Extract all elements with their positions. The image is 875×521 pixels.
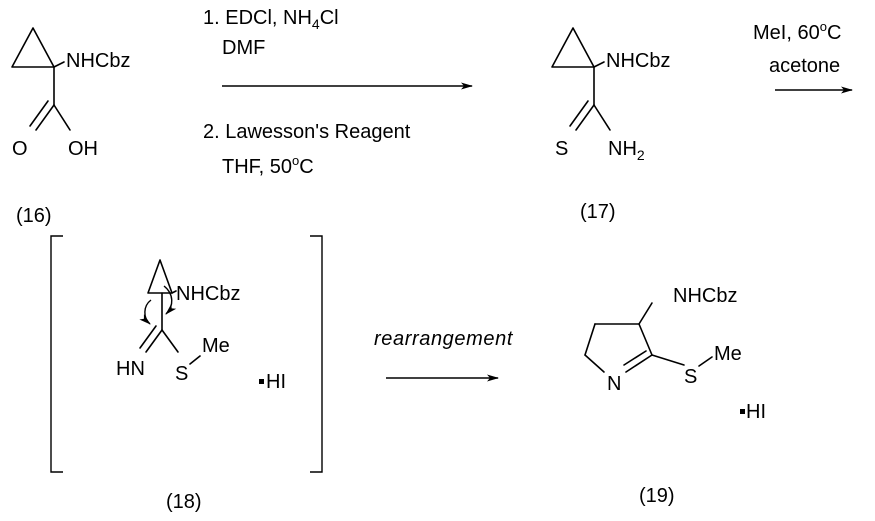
compound-18-methyl-label: Me [202,335,230,357]
compound-18-bond-s-me [189,355,201,365]
compound-19-ring-bond-c2-c3 [638,323,653,356]
compound-18-salt-label: HI [266,371,286,393]
compound-17-thio-s-label: S [555,138,568,160]
compound-19-thio-s-label: S [684,366,697,388]
compound-18-bond-c-s [161,329,179,353]
compound-18-imine-double-bond-2 [139,325,157,349]
step-3-rearrangement-label: rearrangement [374,328,514,350]
compound-17-thiocarbonyl-double-bond-2 [569,100,589,127]
step-2-reagent-line-2: acetone [769,55,840,77]
compound-18-right-bracket [310,235,323,473]
compound-16-number-label: (16) [16,205,52,227]
compound-19-nhcbz-label: NHCbz [673,285,737,307]
compound-16-carbonyl-o-label: O [12,138,28,160]
step-1-reagent-line-4: THF, 50oC [222,153,314,178]
compound-18-curved-arrow-right [163,285,177,315]
compound-19-methyl-label: Me [714,343,742,365]
compound-19-salt-label: HI [746,401,766,423]
compound-18-nhcbz-label: NHCbz [176,283,240,305]
compound-18-number-label: (18) [166,491,202,513]
compound-19: NHCbz N S Me HI (19) [584,285,766,507]
compound-16-carbonyl-double-bond-2 [29,100,49,127]
compound-18-imine-double-bond-1 [145,329,163,353]
compound-18-left-bracket [50,235,63,473]
compound-18-imine-hn-label: HN [116,358,145,380]
compound-19-bond-s-me [698,356,713,367]
step-1-reagent-line-1: 1. EDCl, NH4Cl [203,7,339,32]
compound-17-number-label: (17) [580,201,616,223]
compound-19-bond-ring-nh [638,302,653,325]
compound-17-thiocarbonyl-double-bond-1 [575,104,595,131]
compound-19-bond-c2-s [651,354,685,366]
step-1-reagent-line-2: DMF [222,37,265,59]
compound-16-bond-c-oh [53,104,71,131]
compound-17: NHCbz S NH2 (17) [551,27,670,223]
compound-19-ring-bond-c5-n [584,354,605,373]
compound-18-bond-ring-nh [171,290,177,294]
step-3: rearrangement [374,328,514,382]
step-2: MeI, 60oC acetone [753,19,853,94]
compound-19-ring-double-bond-n-c2-a [625,354,653,373]
compound-18-salt-dot [259,379,264,384]
compound-17-amine-label: NH2 [608,138,645,163]
compound-19-ring-bond-c4-c5 [584,323,596,356]
compound-16: NHCbz O OH (16) [11,27,130,227]
compound-17-bond-c-nh2 [593,104,611,131]
compound-19-number-label: (19) [639,485,675,507]
compound-16-carbonyl-double-bond-1 [35,104,55,131]
compound-18-cyclopropane-ring [147,259,173,294]
compound-17-bond-ring-nh [593,61,605,68]
compound-16-cyclopropane-ring [11,27,55,68]
compound-17-cyclopropane-ring [551,27,595,68]
compound-16-bond-ring-nh [53,61,65,68]
compound-16-nhcbz-label: NHCbz [66,50,130,72]
compound-19-ring-double-bond-n-c2-b [623,350,647,366]
compound-18-curved-arrow-left [139,299,152,325]
compound-16-hydroxyl-label: OH [68,138,98,160]
compound-18: NHCbz HN S Me HI (18) [50,235,323,513]
step-2-reagent-line-1: MeI, 60oC [753,19,841,44]
step-1: 1. EDCl, NH4Cl DMF 2. Lawesson's Reagent… [203,7,473,178]
compound-17-nhcbz-label: NHCbz [606,50,670,72]
compound-18-thio-s-label: S [175,363,188,385]
step-1-reagent-line-3: 2. Lawesson's Reagent [203,121,411,143]
compound-19-salt-dot [740,409,745,414]
compound-19-ring-n-label: N [607,373,621,395]
